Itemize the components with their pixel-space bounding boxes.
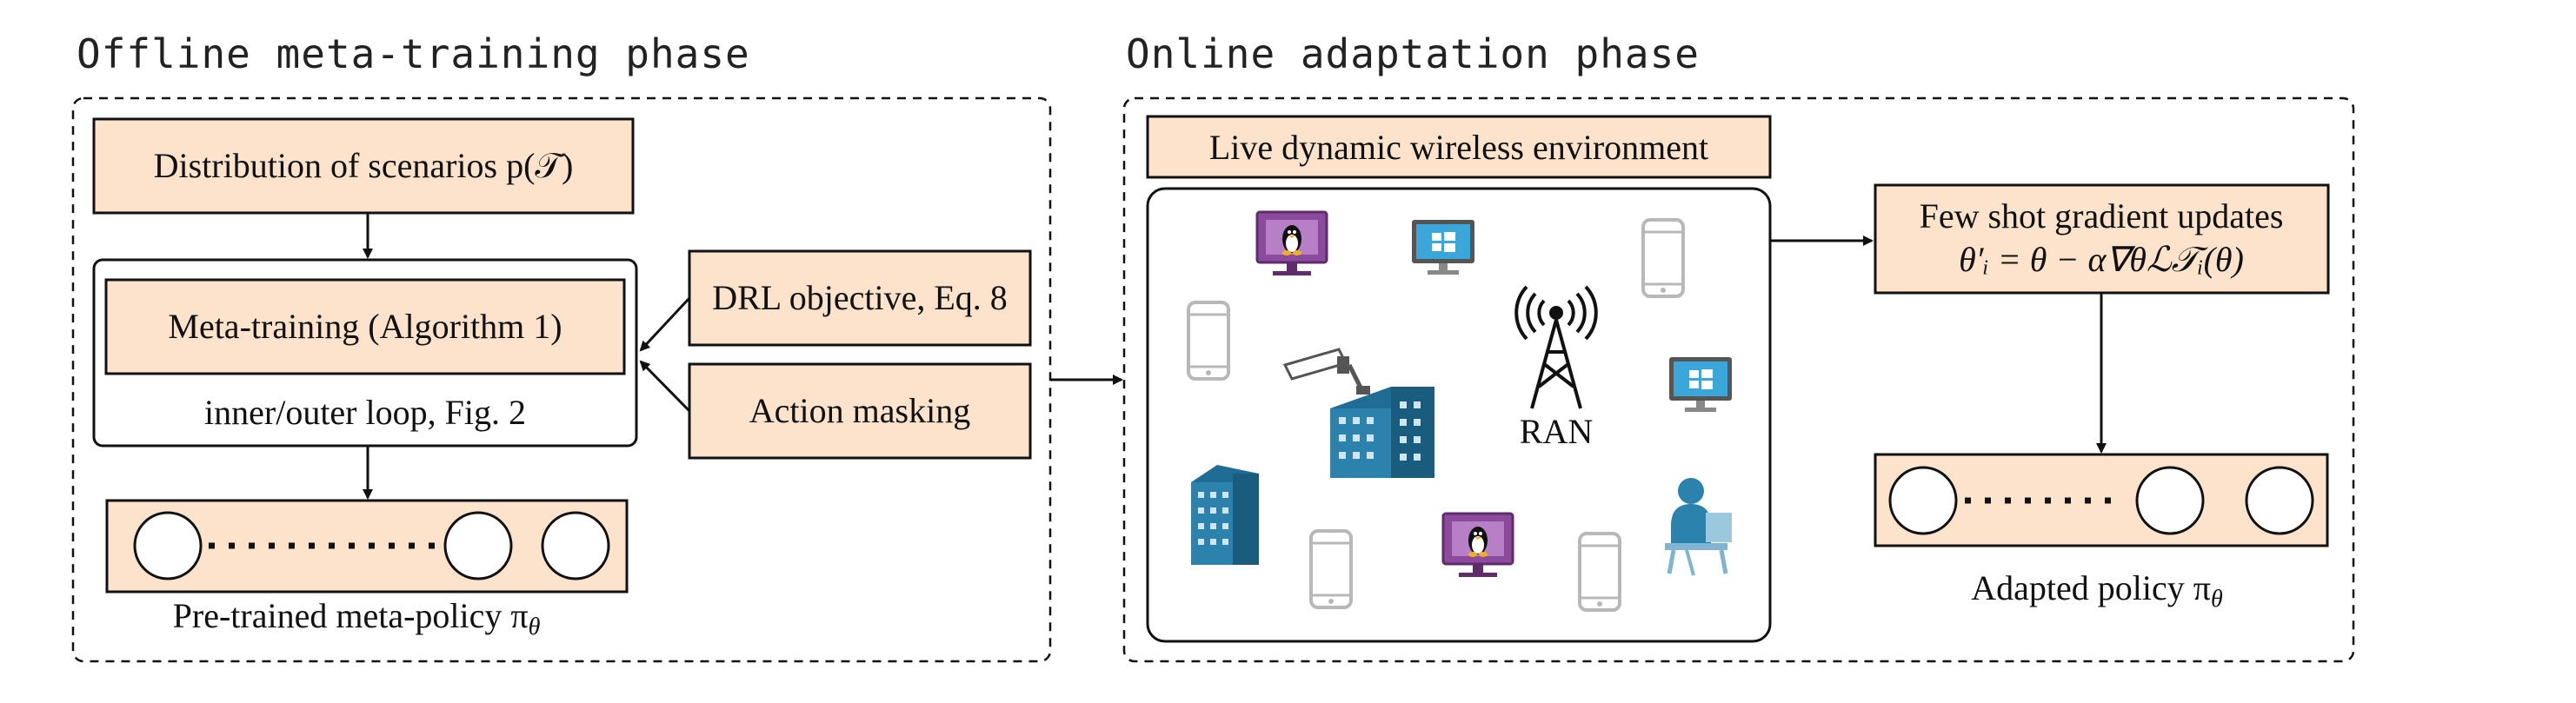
distribution-label: Distribution of scenarios p(𝒯) (154, 146, 574, 185)
city-building-icon (1330, 387, 1434, 478)
policy-node (133, 511, 203, 580)
office-worker-icon (1665, 478, 1732, 576)
policy-node (2245, 466, 2314, 535)
cctv-camera-icon (1282, 348, 1370, 395)
policy-node (541, 511, 610, 580)
offline-phase-title: Offline meta-training phase (77, 30, 750, 77)
environment-title-box (1146, 115, 1772, 179)
smartphone-icon (1641, 218, 1685, 298)
policy-node (443, 511, 513, 580)
inner-outer-loop-label: inner/outer loop, Fig. 2 (204, 393, 526, 432)
smartphone-icon (1309, 529, 1353, 609)
adapted-policy-caption: Adapted policy πθ (1971, 568, 2223, 613)
policy-node (2135, 466, 2205, 535)
policy-node (1888, 466, 1958, 535)
drl-objective-label: DRL objective, Eq. 8 (712, 278, 1008, 317)
arrow-drl-to-meta (639, 296, 691, 352)
arrow-masking-to-meta (639, 360, 691, 413)
pretrained-policy-caption: Pre-trained meta-policy πθ (173, 596, 541, 640)
few-shot-label: Few shot gradient updates (1920, 196, 2284, 235)
wireless-environment-panel (1146, 187, 1772, 643)
update-equation: θ′ᵢ = θ − α∇θℒ𝒯ᵢ(θ) (1959, 240, 2244, 279)
environment-label: Live dynamic wireless environment (1209, 128, 1708, 167)
distribution-box (92, 117, 635, 215)
ran-label: RAN (1520, 412, 1593, 451)
online-phase-title: Online adaptation phase (1126, 30, 1700, 77)
drl-objective-box (688, 249, 1032, 347)
meta-training-label: Meta-training (Algorithm 1) (168, 307, 562, 346)
smartphone-icon (1187, 301, 1230, 381)
meta-training-box (104, 278, 626, 375)
smartphone-icon (1578, 532, 1621, 612)
antenna-tower-icon (1514, 285, 1598, 409)
few-shot-updates-box (1874, 183, 2330, 295)
city-building-icon (1191, 465, 1259, 565)
action-masking-label: Action masking (749, 391, 970, 430)
